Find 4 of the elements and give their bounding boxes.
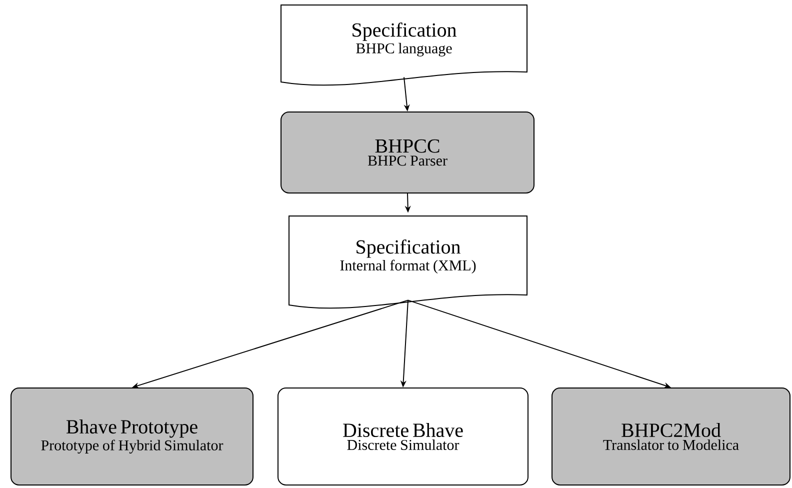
process-box: BHPCC BHPC Parser	[280, 112, 534, 194]
process-box: Bhave Prototype Prototype of Hybrid Simulator	[10, 388, 254, 486]
process-box: Discrete Bhave Discrete Simulator	[278, 388, 528, 486]
process-box: BHPC2Mod Translator to Modelica	[552, 388, 790, 486]
